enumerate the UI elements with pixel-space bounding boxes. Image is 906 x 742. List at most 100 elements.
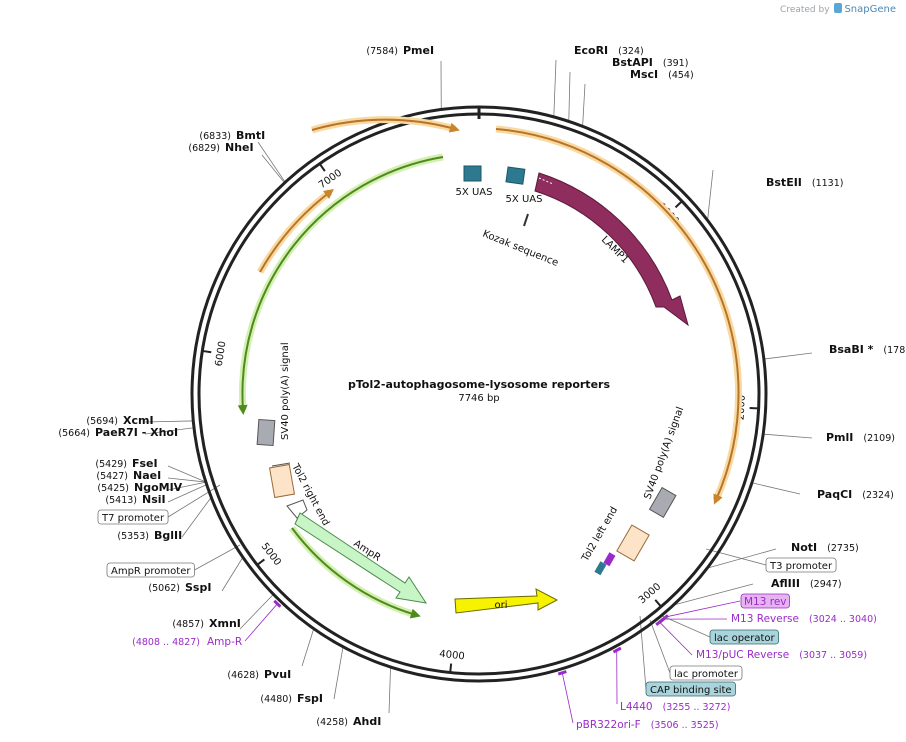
site-name: AhdI [353,715,381,728]
site-label-5: BsaBI *(1786) [829,343,906,356]
site-name: NotI [791,541,817,554]
site-name: FseI [132,457,158,470]
primer-name: M13/pUC Reverse [696,649,789,661]
site-label-19: FseI(5429) [95,457,157,470]
primer-label-3: L4440(3255 .. 3272) [620,701,730,713]
leader-7 [752,482,801,495]
site-position: (4258) [316,717,348,728]
leader-1 [553,59,557,116]
site-label-8: NotI (2735) [791,541,859,554]
boxed-feature-box [106,562,195,578]
primer-leader-5 [244,602,279,642]
primer-box [740,593,790,609]
site-name: NgoMIV [134,481,183,494]
primer-name: L4440 [620,701,653,713]
ori-label: ori [494,600,507,611]
site-name: NheI [225,141,254,154]
uas-block-2 [505,166,526,185]
leader-20 [144,427,194,435]
primer-label-1: M13 Reverse(3024 .. 3040) [731,613,877,625]
site-label-20: PaeR7I - XhoI(5664) [58,426,178,439]
plasmid-name: pTol2-autophagosome-lysosome reporters [348,378,610,391]
primer-label-2: M13/pUC Reverse(3037 .. 3059) [696,649,867,661]
site-label-6: PmlI(2109) [826,431,895,444]
primer-leader-0 [663,600,741,618]
orange-arc-right [495,128,740,505]
site-position: (5427) [96,471,128,482]
primer-mark-5 [273,599,282,608]
site-name: XmnI [209,617,241,630]
tol2-right-end-label: Tol2 right end [289,461,331,527]
primer-mark-4 [557,670,567,676]
boxed-leader-2 [705,548,767,566]
boxed-feature-name: T7 promoter [101,513,165,524]
leader-21 [144,420,193,423]
site-position: (2324) [862,490,894,501]
sv40-polya-label-right: SV40 poly(A) signal [642,405,686,501]
leader-13 [239,594,274,630]
snapgene-logo-icon [834,3,843,13]
site-position: (4857) [172,619,204,630]
site-position: (5413) [105,495,137,506]
leader-11 [333,647,344,700]
leader-17 [167,481,205,491]
leader-lines [144,59,813,724]
site-position: (6833) [199,131,231,142]
site-name: XcmI [123,414,154,427]
site-position: (1131) [812,178,844,189]
green-arc-bottom [291,527,421,619]
tick-label-6000: 6000 [214,340,229,367]
site-position: (2735) [827,543,859,554]
site-name: NaeI [133,469,161,482]
tol2-right-end-block [268,463,296,499]
site-label-3: MscI(454) [630,68,694,81]
tick-3000 [654,599,662,607]
tol2-right-end-cap [271,462,291,467]
leader-15 [181,497,211,538]
boxed-feature-1: AmpR promoter [106,562,195,578]
site-label-1: EcoRI(324) [574,44,644,57]
credit-brand: SnapGene [844,4,896,15]
primer-name: Amp-R [207,636,242,648]
site-label-11: FspI(4480) [260,692,323,705]
boxed-feature-name: T3 promoter [769,561,833,572]
primer-leader-4 [561,671,574,724]
primer-label-5: Amp-R (4808 .. 4827) [132,636,242,648]
leader-10 [388,668,391,714]
site-position: (1786) [883,345,906,356]
boxed-leader-3 [659,614,711,638]
orange-arc-right-glow [495,125,743,502]
lac-marker-teal [594,561,607,576]
primer-position: (4808 .. 4827) [132,637,200,648]
site-position: (2109) [863,433,895,444]
leader-23 [257,141,286,182]
tol2-right-end-small [286,499,308,519]
boxed-feature-4: lac promoter [669,665,743,681]
primer-position: (3024 .. 3040) [809,614,877,625]
site-label-10: AhdI (4258) [316,715,381,728]
site-label-9: AflIII(2947) [771,577,842,590]
boxed-feature-3: lac operator [709,629,779,645]
boxed-feature-5: CAP binding site [645,681,736,697]
kozak-label: Kozak sequence [481,229,560,269]
site-position: (7584) [366,46,398,57]
tick-label-4000: 4000 [439,649,465,663]
site-name: BmtI [236,129,265,142]
sv40-polya-block-right [648,486,677,518]
boxed-leader-4 [649,619,671,674]
lac-marker-purple [603,552,616,567]
leader-16 [167,484,206,503]
site-name: MscI [630,68,658,81]
site-position: (5664) [58,428,90,439]
site-position: (4480) [260,694,292,705]
orange-arc-left [259,188,334,273]
leader-3 [582,83,586,126]
uas-block-1 [463,165,482,182]
site-label-14: SspI(5062) [148,581,211,594]
leader-18 [167,477,205,483]
tick-6000 [203,350,212,354]
boxed-feature-box [645,681,736,697]
site-label-23: BmtI (6833) [199,129,265,142]
site-name: BstEII [766,176,802,189]
